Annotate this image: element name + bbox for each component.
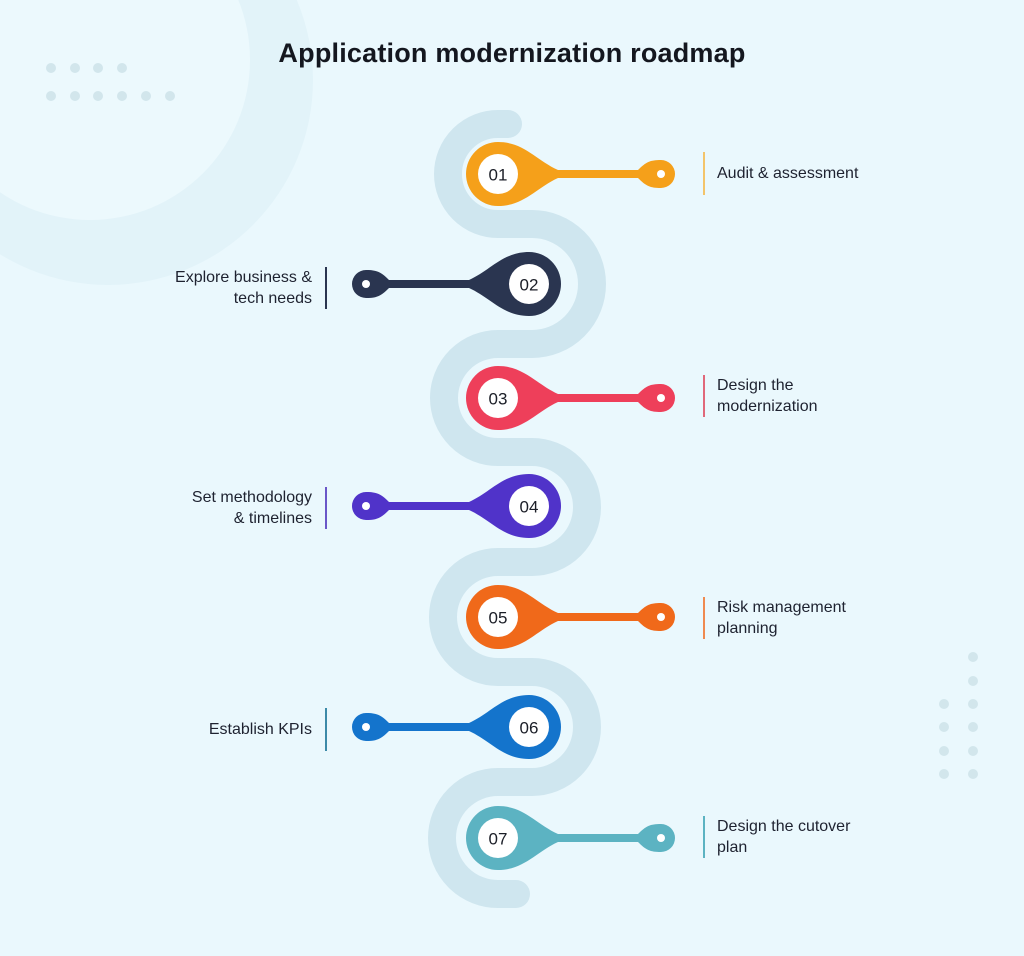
step-pin-06: 06	[352, 695, 561, 759]
roadmap-path	[428, 110, 606, 908]
step-label-text: Audit & assessment	[717, 165, 859, 182]
step-label-line2: & timelines	[233, 510, 312, 527]
step-pin-05: 05	[466, 585, 675, 649]
step-label-01: Audit & assessment	[703, 152, 858, 195]
step-label-line1: Set methodology	[191, 489, 312, 506]
step-label-line2: planning	[717, 620, 778, 637]
step-label-03: Design the modernization	[703, 375, 818, 417]
step-pin-03: 03	[466, 366, 675, 430]
step-label-07: Design the cutover plan	[703, 816, 850, 858]
step-pin-01: 01	[466, 142, 675, 206]
step-label-line2: modernization	[717, 398, 818, 415]
page-title: Application modernization roadmap	[278, 38, 746, 68]
step-number: 06	[520, 719, 539, 738]
step-label-text: Establish KPIs	[208, 721, 312, 738]
step-pin-04: 04	[352, 474, 561, 538]
step-label-04: Set methodology & timelines	[192, 487, 327, 529]
step-label-line2: plan	[717, 839, 748, 856]
step-number: 02	[520, 276, 539, 295]
step-number: 04	[520, 498, 539, 517]
step-label-line1: Design the cutover	[717, 818, 851, 835]
step-number: 05	[489, 609, 508, 628]
step-pin-02: 02	[352, 252, 561, 316]
decor-circle-inner	[0, 0, 250, 220]
step-label-line1: Risk management	[717, 599, 846, 616]
step-label-06: Establish KPIs	[209, 708, 327, 751]
step-pin-07: 07	[466, 806, 675, 870]
step-label-line2: tech needs	[233, 290, 312, 307]
step-number: 03	[489, 390, 508, 409]
step-number: 01	[489, 166, 508, 185]
step-label-02: Explore business & tech needs	[175, 267, 327, 309]
step-label-line1: Explore business &	[175, 269, 312, 286]
step-number: 07	[489, 830, 508, 849]
decor-dots-top-left	[46, 63, 175, 101]
decor-dots-right	[939, 652, 978, 779]
step-label-line1: Design the	[717, 377, 794, 394]
step-label-05: Risk management planning	[703, 597, 846, 639]
